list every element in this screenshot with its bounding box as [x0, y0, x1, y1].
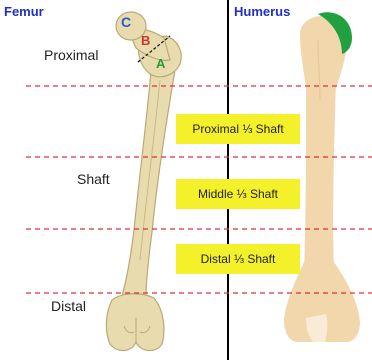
distal-label: Distal: [51, 298, 86, 314]
humerus-title: Humerus: [234, 4, 290, 19]
proximal-third-shaft-label: Proximal ⅓ Shaft: [176, 114, 300, 144]
femur-bone: [106, 12, 181, 351]
middle-third-shaft-label: Middle ⅓ Shaft: [176, 179, 300, 209]
distal-third-shaft-label: Distal ⅓ Shaft: [176, 244, 300, 274]
proximal-label: Proximal: [44, 47, 98, 63]
femur-distal-condyles: [106, 294, 164, 351]
marker-b-label: B: [141, 33, 150, 48]
marker-c-label: C: [121, 14, 131, 30]
humerus-shaft: [304, 80, 336, 270]
marker-a-label: A: [156, 56, 166, 71]
shaft-label: Shaft: [77, 171, 110, 187]
femur-title: Femur: [4, 4, 44, 19]
